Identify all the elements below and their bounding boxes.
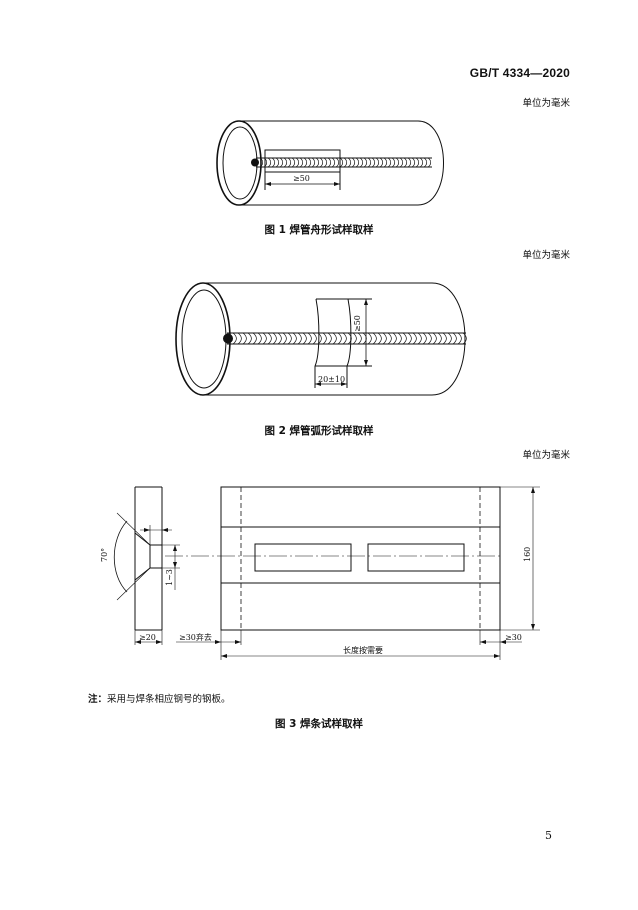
note-prefix: 注： bbox=[88, 694, 108, 705]
figure-3-caption: 图 3 焊条试样取样 bbox=[274, 718, 364, 730]
note-text: 采用与焊条相应钢号的钢板。 bbox=[107, 694, 231, 705]
figure-2-caption: 图 2 焊管弧形试样取样 bbox=[264, 425, 374, 437]
fig2-dim-length: ≥50 bbox=[353, 315, 362, 332]
figure-3-drawing: 70° 1~3 ≥20 ≥30弃去 ≥30 160 长度按需要 bbox=[100, 486, 540, 660]
figure-note: 注：采用与焊条相应钢号的钢板。 bbox=[88, 691, 231, 705]
fig3-dim-length-label: 长度按需要 bbox=[343, 645, 383, 655]
fig3-angle: 70° bbox=[100, 548, 109, 562]
fig3-dim-height: 160 bbox=[523, 547, 532, 562]
fig3-gap: 1~3 bbox=[165, 569, 174, 586]
figure-1-caption: 图 1 焊管舟形试样取样 bbox=[264, 224, 374, 236]
fig3-dim-side: ≥20 bbox=[139, 633, 156, 642]
figure-2-drawing: ≥50 20±10 bbox=[175, 282, 467, 396]
unit-label-1: 单位为毫米 bbox=[522, 98, 570, 109]
standard-code: GB/T 4334—2020 bbox=[469, 66, 570, 80]
figure-1-drawing: ≥50 bbox=[216, 120, 444, 206]
fig1-dim-length: ≥50 bbox=[293, 174, 310, 183]
fig3-dim-end: ≥30 bbox=[505, 633, 522, 642]
unit-label-2: 单位为毫米 bbox=[522, 250, 570, 261]
page-number: 5 bbox=[545, 829, 552, 842]
fig2-dim-width: 20±10 bbox=[318, 375, 345, 384]
fig3-dim-discard: ≥30弃去 bbox=[179, 632, 212, 642]
unit-label-3: 单位为毫米 bbox=[522, 450, 570, 461]
